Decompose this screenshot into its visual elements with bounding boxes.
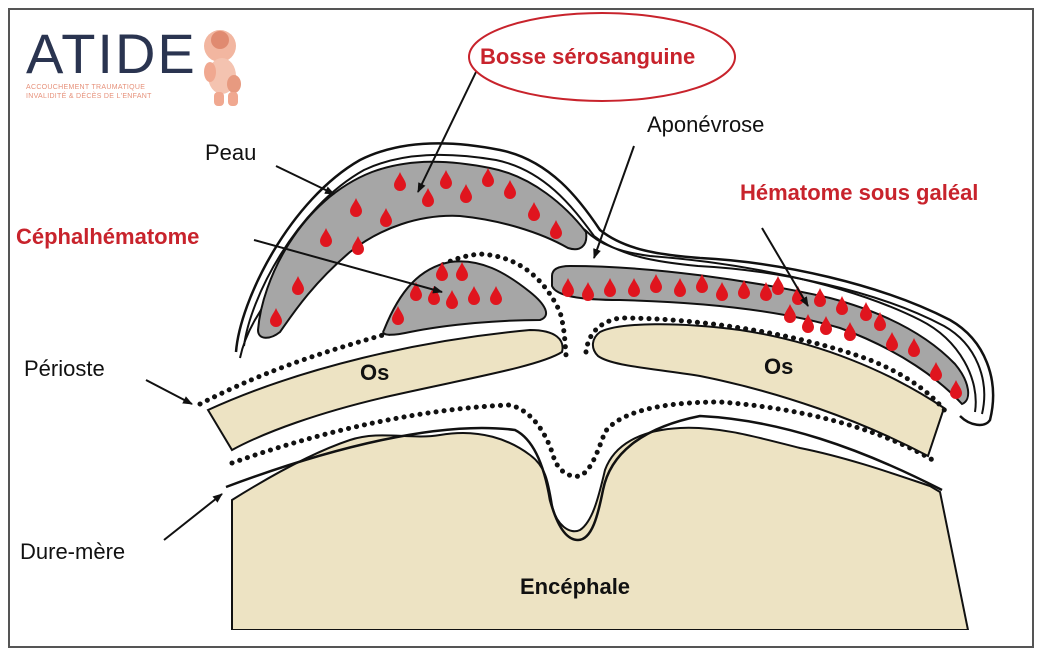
label-os-left: Os [360, 362, 389, 384]
diagram-canvas: ATIDE ACCOUCHEMENT TRAUMATIQUE INVALIDIT… [0, 0, 1038, 630]
logo-title: ATIDE [26, 26, 197, 82]
image-frame [8, 8, 1034, 648]
label-encephale: Encéphale [520, 576, 630, 598]
label-cephalhematome: Céphalhématome [16, 226, 199, 248]
logo-subtitle-line1: ACCOUCHEMENT TRAUMATIQUE [26, 84, 145, 91]
label-perioste: Périoste [24, 358, 105, 380]
label-bosse-serosanguine: Bosse sérosanguine [480, 46, 695, 68]
label-aponevrose: Aponévrose [647, 114, 764, 136]
label-hematome-sous-galeal: Hématome sous galéal [740, 182, 978, 204]
label-dure-mere: Dure-mère [20, 541, 125, 563]
label-os-right: Os [764, 356, 793, 378]
label-peau: Peau [205, 142, 256, 164]
logo-subtitle-line2: INVALIDITÉ & DÉCÈS DE L'ENFANT [26, 93, 152, 100]
